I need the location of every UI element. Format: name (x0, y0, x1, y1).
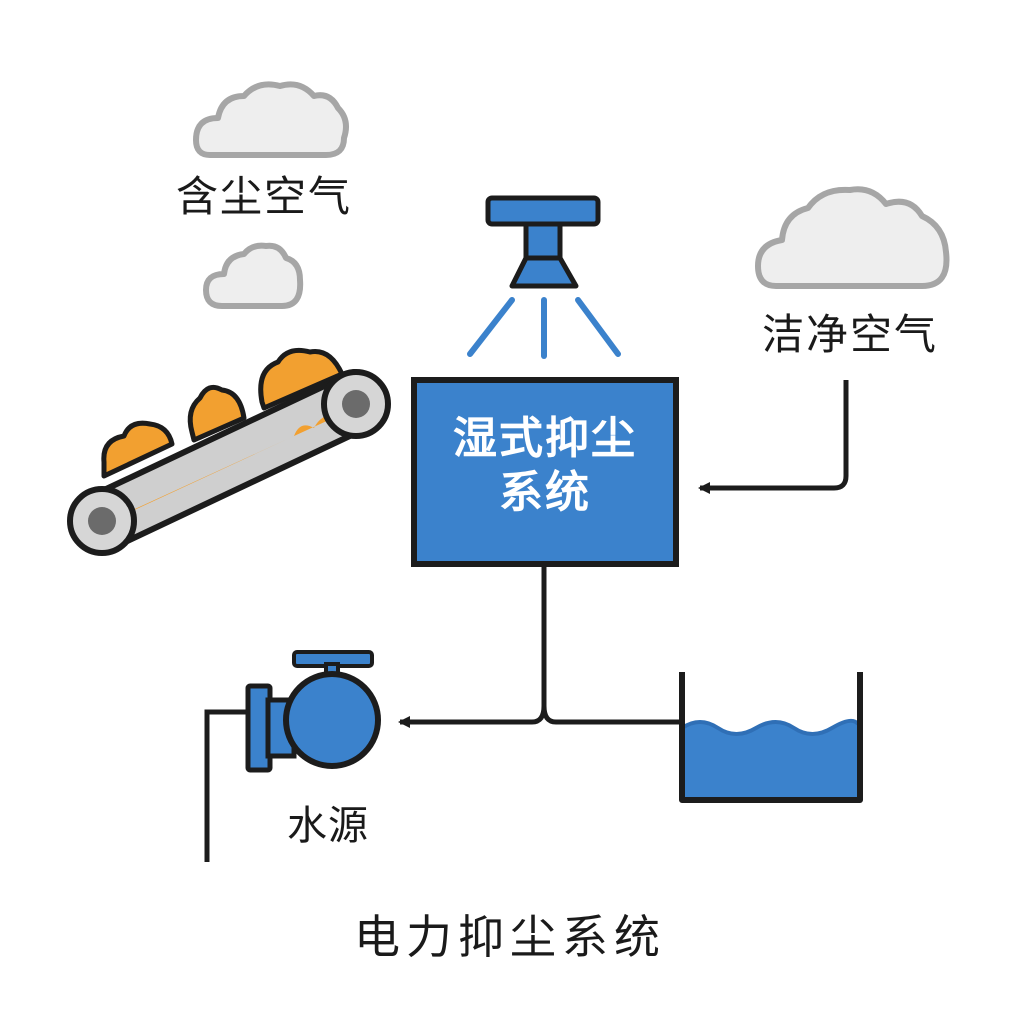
wet-dust-suppression-box (411, 377, 679, 567)
pump-inlet-pipe (204, 709, 250, 862)
water-source-label: 水源 (287, 803, 369, 849)
cloud-icon (193, 81, 349, 158)
system-label-line2: 系统 (499, 466, 591, 518)
pipe-to-tank (541, 566, 680, 725)
clean-air-arrow (698, 380, 849, 494)
system-label-line1: 湿式抑尘 (453, 413, 637, 464)
diagram-title: 电力抑尘系统 (354, 910, 666, 964)
pipe-to-pump (398, 705, 547, 728)
dusty-air-label: 含尘空气 (176, 172, 353, 221)
water-pump-icon (245, 650, 381, 773)
cloud-icon (755, 186, 950, 289)
cloud-icon (203, 242, 304, 309)
conveyor-belt-icon (67, 347, 391, 556)
clean-air-label: 洁净空气 (762, 310, 939, 359)
water-tank-icon (679, 672, 863, 803)
system-box-label: 湿式抑尘 系统 (414, 412, 676, 519)
spray-nozzle-icon (467, 195, 621, 359)
